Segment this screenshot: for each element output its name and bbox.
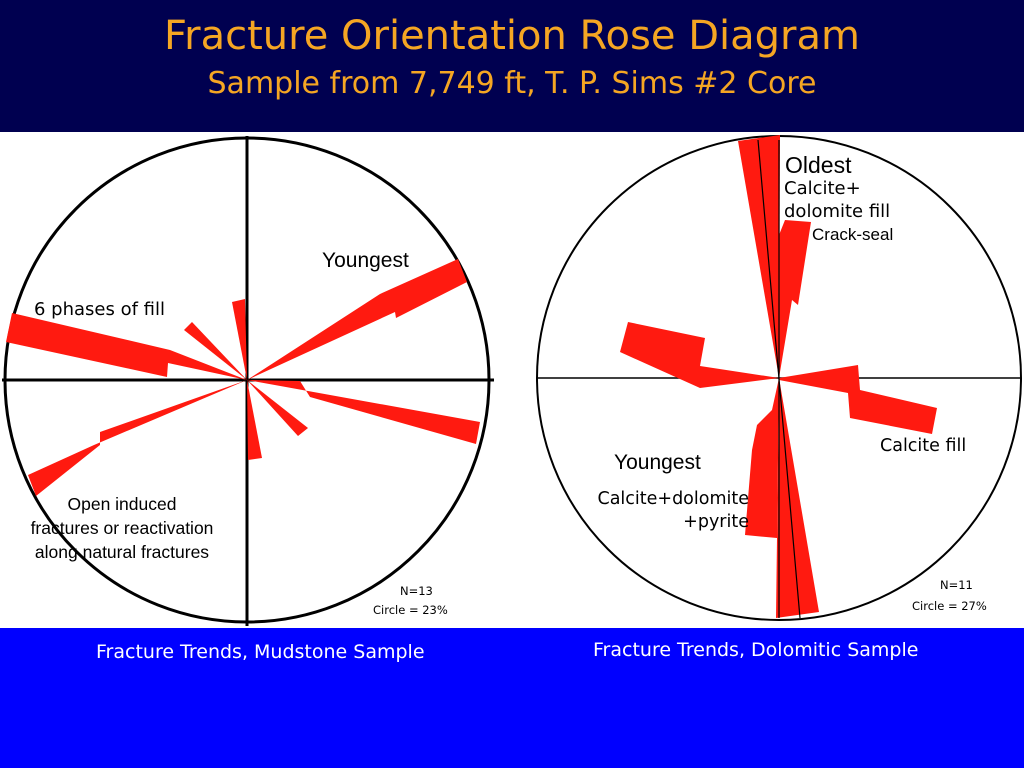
left-rose-diagram bbox=[2, 136, 494, 626]
left-petal-se bbox=[247, 380, 308, 436]
left-petals bbox=[6, 259, 480, 496]
right-label-oldest: Oldest bbox=[785, 152, 852, 178]
right-petal-crack-seal bbox=[777, 220, 811, 378]
right-label-circle: Circle = 27% bbox=[912, 599, 987, 613]
right-label-calcite-plus: Calcite+ bbox=[784, 178, 861, 199]
left-petal-south bbox=[247, 380, 262, 460]
right-label-crack-seal: Crack-seal bbox=[812, 225, 894, 244]
diagram-area: Youngest 6 phases of fill Open induced f… bbox=[0, 132, 1024, 628]
right-petal-calcite-fill bbox=[779, 365, 937, 434]
left-petal-north bbox=[232, 299, 247, 380]
right-rose-diagram bbox=[536, 135, 1022, 621]
right-label-dolomite-fill: dolomite fill bbox=[784, 201, 891, 222]
right-petal-south bbox=[776, 378, 819, 618]
left-petal-phases bbox=[6, 313, 247, 380]
left-label-n: N=13 bbox=[400, 584, 433, 598]
page-title: Fracture Orientation Rose Diagram bbox=[164, 13, 860, 59]
right-label-n: N=11 bbox=[940, 578, 973, 592]
header-banner: Fracture Orientation Rose Diagram Sample… bbox=[0, 0, 1024, 132]
left-label-phases: 6 phases of fill bbox=[34, 299, 166, 320]
left-caption: Fracture Trends, Mudstone Sample bbox=[96, 641, 425, 663]
right-label-calcite-fill: Calcite fill bbox=[880, 436, 967, 456]
left-label-open-induced: Open induced fractures or reactivation a… bbox=[30, 494, 214, 562]
right-petal-oldest bbox=[738, 135, 780, 378]
left-petal-nw bbox=[184, 322, 247, 380]
right-caption: Fracture Trends, Dolomitic Sample bbox=[593, 639, 919, 661]
page-subtitle: Sample from 7,749 ft, T. P. Sims #2 Core bbox=[207, 66, 817, 101]
right-petal-youngest bbox=[745, 378, 779, 538]
left-petal-east bbox=[247, 380, 480, 444]
footer-band: Fracture Trends, Mudstone Sample Fractur… bbox=[0, 628, 1024, 768]
right-label-calcite-dolomite-pyrite: Calcite+dolomite +pyrite bbox=[597, 489, 749, 532]
right-petals bbox=[620, 135, 937, 618]
right-label-youngest: Youngest bbox=[614, 451, 701, 474]
left-petal-youngest bbox=[247, 259, 467, 380]
left-label-circle: Circle = 23% bbox=[373, 603, 448, 617]
rose-diagrams-svg bbox=[2, 135, 1022, 626]
right-petal-west bbox=[620, 322, 779, 388]
left-petal-open-induced bbox=[28, 380, 247, 496]
left-label-youngest: Youngest bbox=[322, 249, 409, 272]
